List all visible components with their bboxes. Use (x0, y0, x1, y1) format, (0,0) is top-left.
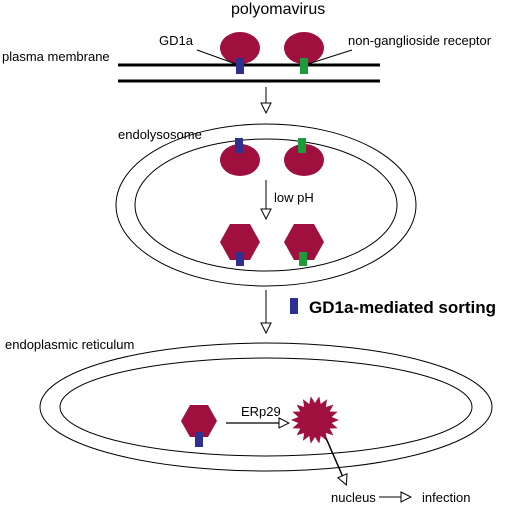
virus-endolysosome-nonganglioside (284, 144, 324, 176)
virus-hexagon-gd1a (220, 224, 260, 260)
virus-particle-nonganglioside (284, 32, 324, 64)
erp29-label: ERp29 (241, 404, 281, 419)
virus-hexagon-nonganglioside (284, 224, 324, 260)
diagram-title: polyomavirus (231, 1, 326, 18)
endolysosome-outer (115, 123, 417, 287)
nonganglioside-receptor-marker (300, 58, 308, 74)
infection-label: infection (422, 490, 471, 505)
endolysosome-label: endolysosome (118, 127, 202, 142)
arrow-er-to-nucleus (325, 437, 346, 484)
endolysosome-inner (134, 138, 398, 272)
virus-uncoated-star (291, 396, 339, 444)
virus-particle-gd1a (220, 32, 260, 64)
gd1a-receptor-marker-er (195, 432, 203, 447)
nonganglioside-pointer-line (307, 49, 353, 65)
nonganglioside-marker-endolysosome (298, 138, 306, 153)
virus-endolysosome-gd1a (220, 144, 260, 176)
gd1a-receptor-marker (236, 58, 244, 74)
gd1a-sorting-label: GD1a-mediated sorting (309, 298, 497, 317)
plasma-membrane-label: plasma membrane (2, 49, 110, 64)
non-ganglioside-receptor-label: non-ganglioside receptor (348, 33, 492, 48)
nucleus-label: nucleus (331, 490, 376, 505)
gd1a-sorting-legend-marker (290, 298, 298, 314)
gd1a-receptor-marker-endolysosome (235, 138, 243, 153)
nonganglioside-marker-hexagon (299, 252, 307, 266)
endoplasmic-reticulum-label: endoplasmic reticulum (5, 337, 135, 352)
er-outer (39, 342, 493, 472)
low-ph-label: low pH (274, 190, 314, 205)
er-inner (59, 357, 473, 457)
gd1a-pointer-line (196, 49, 237, 65)
gd1a-label: GD1a (159, 33, 193, 48)
virus-hexagon-er (181, 405, 217, 437)
gd1a-receptor-marker-hexagon (236, 252, 244, 266)
